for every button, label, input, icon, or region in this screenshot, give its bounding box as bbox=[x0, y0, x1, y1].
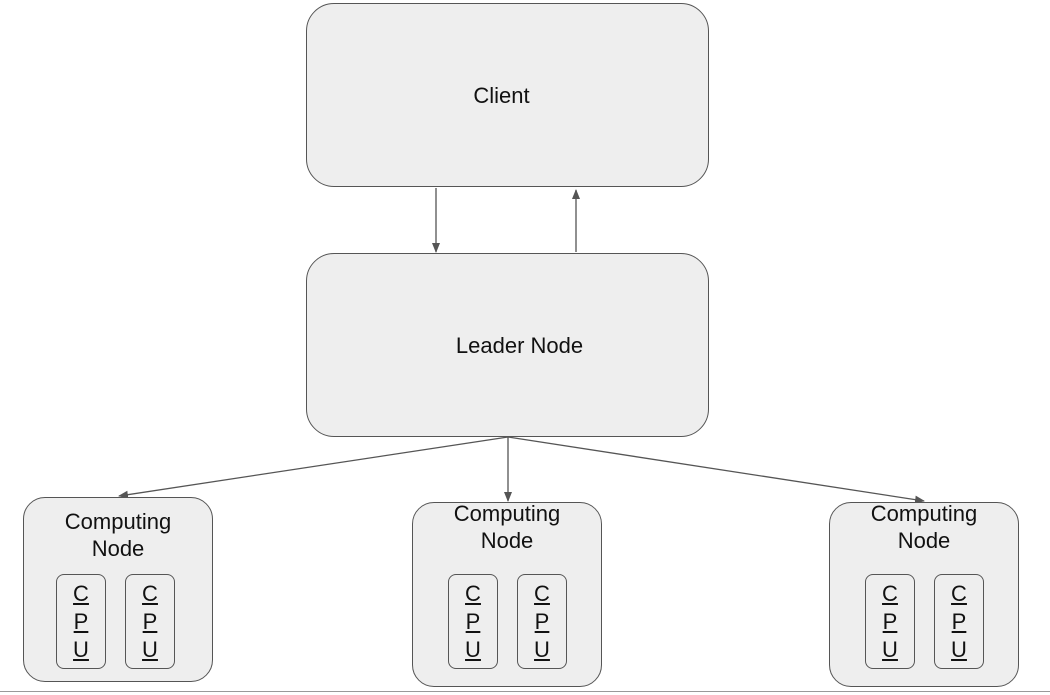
computing-node-title: Computing Node bbox=[453, 501, 561, 553]
computing-node-title: Computing Node bbox=[64, 509, 172, 561]
cpu-box: C P U bbox=[56, 574, 106, 669]
cpu-box: C P U bbox=[125, 574, 175, 669]
arrow-leader-to-node-3 bbox=[507, 436, 925, 504]
cpu-box: C P U bbox=[934, 574, 984, 669]
client-label: Client bbox=[473, 83, 530, 108]
cpu-box: C P U bbox=[448, 574, 498, 669]
computing-node-2: Computing Node C P U C P U bbox=[412, 501, 602, 687]
computing-node-title: Computing Node bbox=[870, 501, 978, 553]
computing-node-3: Computing Node C P U C P U bbox=[829, 501, 1019, 687]
client-box: Client bbox=[306, 3, 709, 187]
arrow-leader-to-node-1 bbox=[118, 436, 509, 499]
cpu-box: C P U bbox=[517, 574, 567, 669]
leader-node-box: Leader Node bbox=[306, 253, 709, 437]
page-bottom-divider bbox=[0, 691, 1050, 692]
computing-node-1: Computing Node C P U C P U bbox=[23, 497, 213, 682]
cpu-box: C P U bbox=[865, 574, 915, 669]
leader-node-label: Leader Node bbox=[455, 333, 584, 358]
